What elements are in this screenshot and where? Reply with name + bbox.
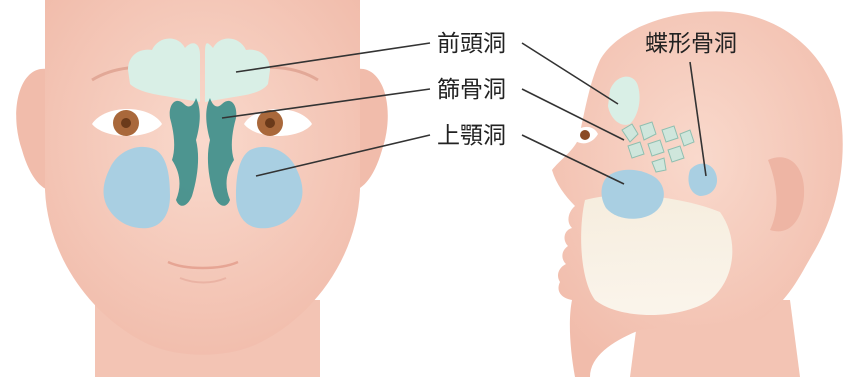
side-iris (580, 130, 590, 140)
ethmoid-sinus-label: 篩骨洞 (437, 79, 506, 102)
side-jaw (581, 195, 732, 315)
right-pupil (265, 118, 275, 128)
side-head (552, 11, 843, 377)
face-outline (45, 0, 360, 355)
sphenoid-sinus-label: 蝶形骨洞 (645, 33, 737, 56)
maxillary-sinus-label: 上顎洞 (437, 125, 506, 148)
front-face (16, 0, 388, 377)
left-pupil (121, 118, 131, 128)
frontal-sinus-label: 前頭洞 (437, 33, 506, 56)
